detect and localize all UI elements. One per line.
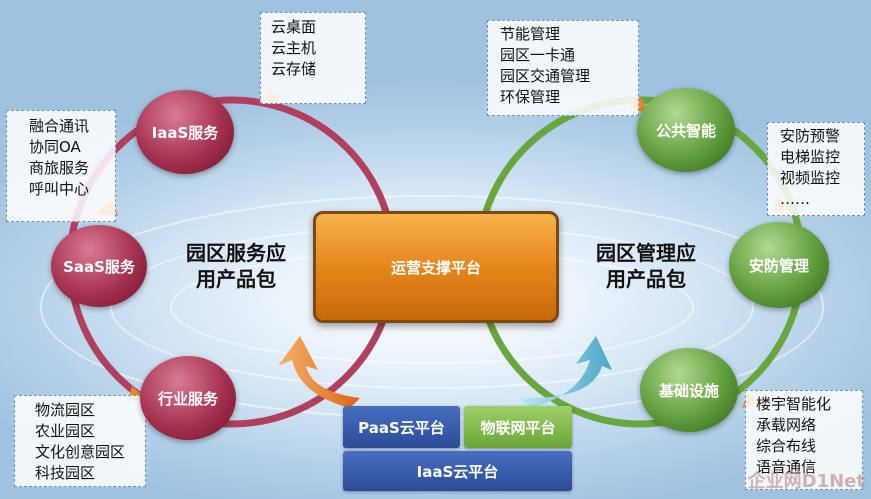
node-public-intelligence: 公共智能 — [637, 88, 735, 172]
node-saas-service: SaaS服务 — [51, 225, 147, 307]
right-package-line2: 用产品包 — [606, 267, 686, 291]
paas-platform: PaaS云平台 — [343, 406, 460, 448]
note-infrastructure: 楼宇智能化 承载网络 综合布线 语音通信 — [745, 390, 863, 490]
note-item: 综合布线 — [756, 437, 817, 455]
left-package-line1: 园区服务应 — [186, 241, 286, 265]
iaas-label: IaaS云平台 — [416, 462, 499, 481]
iaas-platform: IaaS云平台 — [343, 451, 572, 491]
center-label: 运营支撑平台 — [390, 258, 481, 277]
note-item: 云存储 — [271, 60, 317, 78]
note-item: 呼叫中心 — [29, 180, 90, 198]
node-label: SaaS服务 — [63, 257, 135, 276]
curved-arrow-left — [278, 336, 360, 408]
note-item: 农业园区 — [35, 422, 96, 440]
node-iaas-service: IaaS服务 — [136, 90, 234, 174]
note-public-intelligence: 节能管理 园区一卡通 园区交通管理 环保管理 — [487, 20, 639, 116]
note-item: 商旅服务 — [29, 159, 90, 177]
note-iaas-services: 云桌面 云主机 云存储 — [260, 12, 366, 104]
note-item: 园区交通管理 — [500, 67, 591, 85]
note-security-management: 安防预警 电梯监控 视频监控 …… — [767, 122, 865, 216]
note-item: 承载网络 — [756, 416, 817, 434]
node-security-management: 安防管理 — [729, 222, 829, 308]
iot-platform: 物联网平台 — [464, 406, 572, 448]
note-item: 科技园区 — [35, 464, 96, 482]
note-item: …… — [780, 190, 810, 208]
note-item: 节能管理 — [500, 25, 561, 43]
paas-label: PaaS云平台 — [358, 418, 445, 437]
iot-label: 物联网平台 — [480, 418, 556, 437]
right-package-line1: 园区管理应 — [596, 241, 696, 265]
curved-arrow-right — [520, 336, 612, 408]
note-item: 园区一卡通 — [500, 46, 576, 64]
left-package-label: 园区服务应 用产品包 — [176, 240, 296, 292]
node-label: IaaS服务 — [151, 123, 219, 142]
note-item: 物流园区 — [35, 401, 96, 419]
note-item: 视频监控 — [780, 169, 841, 187]
left-package-line2: 用产品包 — [196, 267, 276, 291]
node-label: 公共智能 — [655, 121, 716, 140]
operations-support-platform: 运营支撑平台 — [313, 211, 559, 323]
note-item: 文化创意园区 — [35, 443, 126, 461]
node-label: 安防管理 — [748, 256, 809, 275]
note-item: 协同OA — [29, 138, 81, 156]
watermark: 企业网D1Net — [747, 471, 865, 492]
node-label: 行业服务 — [157, 389, 218, 408]
note-item: 融合通讯 — [29, 117, 90, 135]
note-item: 电梯监控 — [780, 148, 841, 166]
note-item: 楼宇智能化 — [756, 395, 832, 413]
right-package-label: 园区管理应 用产品包 — [586, 240, 706, 292]
note-industry-services: 物流园区 农业园区 文化创意园区 科技园区 — [14, 395, 146, 487]
note-saas-services: 融合通讯 协同OA 商旅服务 呼叫中心 — [6, 110, 116, 222]
node-industry-service: 行业服务 — [140, 356, 236, 440]
note-item: 语音通信 — [756, 458, 817, 476]
note-item: 云桌面 — [271, 18, 317, 36]
node-infrastructure: 基础设施 — [640, 348, 738, 432]
node-label: 基础设施 — [658, 381, 719, 400]
note-item: 云主机 — [271, 39, 317, 57]
note-item: 安防预警 — [780, 127, 841, 145]
note-item: 环保管理 — [500, 88, 561, 106]
